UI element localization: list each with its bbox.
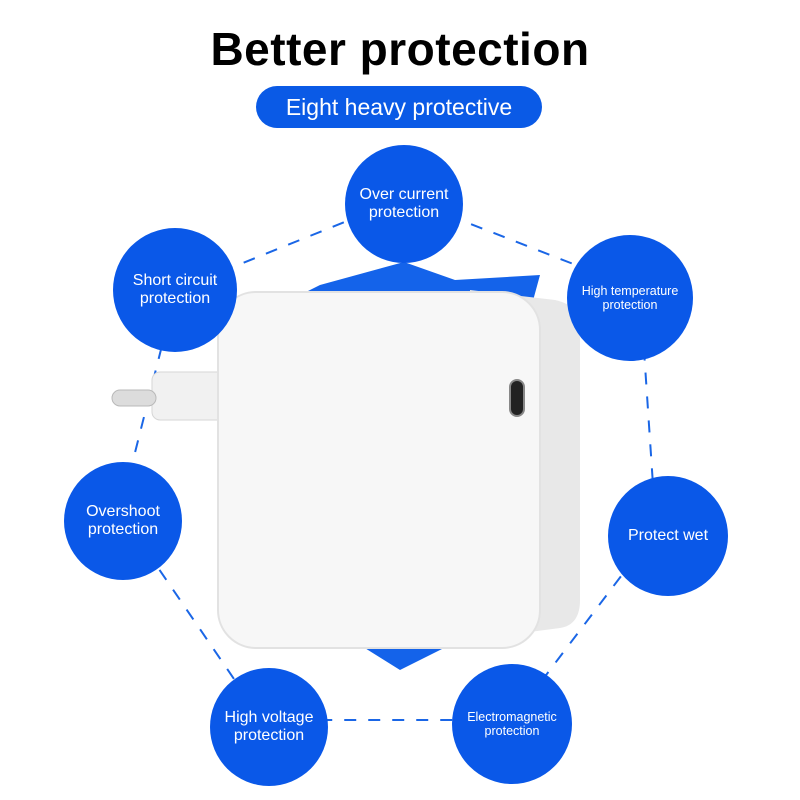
feature-electromagnetic: Electromagnetic protection: [452, 664, 572, 784]
feature-protect-wet: Protect wet: [608, 476, 728, 596]
feature-short-circuit: Short circuit protection: [113, 228, 237, 352]
charger-front: [217, 291, 541, 649]
feature-overshoot: Overshoot protection: [64, 462, 182, 580]
subtitle-text: Eight heavy protective: [285, 93, 513, 120]
feature-high-temperature: High temperature protection: [567, 235, 693, 361]
usb-c-port: [509, 379, 525, 417]
page-title: Better protection: [210, 23, 590, 75]
subtitle-badge: Eight heavy protective: [256, 86, 542, 128]
feature-high-voltage: High voltage protection: [210, 668, 328, 786]
feature-over-current: Over current protection: [345, 145, 463, 263]
plug-pin-tip: [111, 389, 157, 407]
